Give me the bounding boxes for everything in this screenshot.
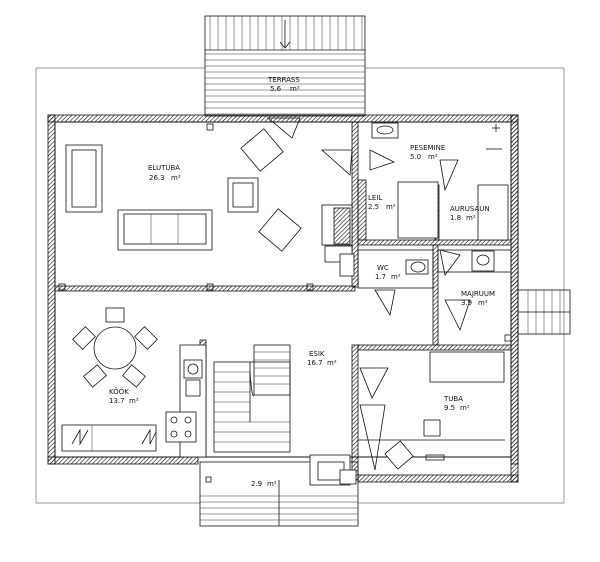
labels: TERRASS 5.6 m² ELUTUBA 26.3 m² PESEMINE …	[109, 76, 495, 488]
living-area: 26.3	[149, 174, 165, 182]
terrace-name: TERRASS	[267, 76, 300, 84]
porch-unit: m²	[267, 480, 277, 488]
storage-area: 3.9	[461, 299, 472, 307]
terrace-steps	[204, 15, 366, 117]
bath-fixtures	[369, 122, 509, 332]
room-fixtures	[309, 334, 512, 486]
porch-area: 2.9	[251, 480, 262, 488]
porch-steps	[199, 461, 359, 527]
kitchen-unit: m²	[129, 397, 139, 405]
fireplace	[320, 149, 355, 277]
hall-unit: m²	[327, 359, 337, 367]
site-outline	[35, 67, 565, 504]
staircase	[213, 344, 291, 453]
living-name: ELUTUBA	[148, 164, 180, 172]
laundry-name: PESEMINE	[410, 144, 445, 152]
sauna-name: AURUSAUN	[450, 205, 490, 213]
stove-name: LEIL	[368, 194, 382, 202]
stove-unit: m²	[386, 203, 396, 211]
storage-unit: m²	[478, 299, 488, 307]
terrace-unit: m²	[290, 85, 300, 93]
room-area: 9.5	[444, 404, 455, 412]
laundry-unit: m²	[428, 153, 438, 161]
room-unit: m²	[460, 404, 470, 412]
room-name: TUBA	[443, 395, 463, 403]
sauna-unit: m²	[466, 214, 476, 222]
laundry-area: 5.0	[410, 153, 421, 161]
kitchen-name: KÖÖK	[109, 387, 129, 396]
wc-unit: m²	[391, 273, 401, 281]
living-furniture	[58, 117, 314, 291]
living-unit: m²	[171, 174, 181, 182]
side-steps	[517, 289, 571, 335]
wc-area: 1.7	[375, 273, 386, 281]
wc-name: WC	[377, 264, 389, 272]
stove-area: 2.5	[368, 203, 379, 211]
exterior-walls	[47, 114, 519, 483]
kitchen-area: 13.7	[109, 397, 125, 405]
hall-area: 16.7	[307, 359, 323, 367]
terrace-area: 5.6	[270, 85, 282, 93]
kitchen-furniture	[61, 307, 207, 458]
sauna-area: 1.8	[450, 214, 461, 222]
hall-name: ESIK	[309, 350, 325, 358]
storage-name: MAJRUUM	[461, 290, 495, 298]
